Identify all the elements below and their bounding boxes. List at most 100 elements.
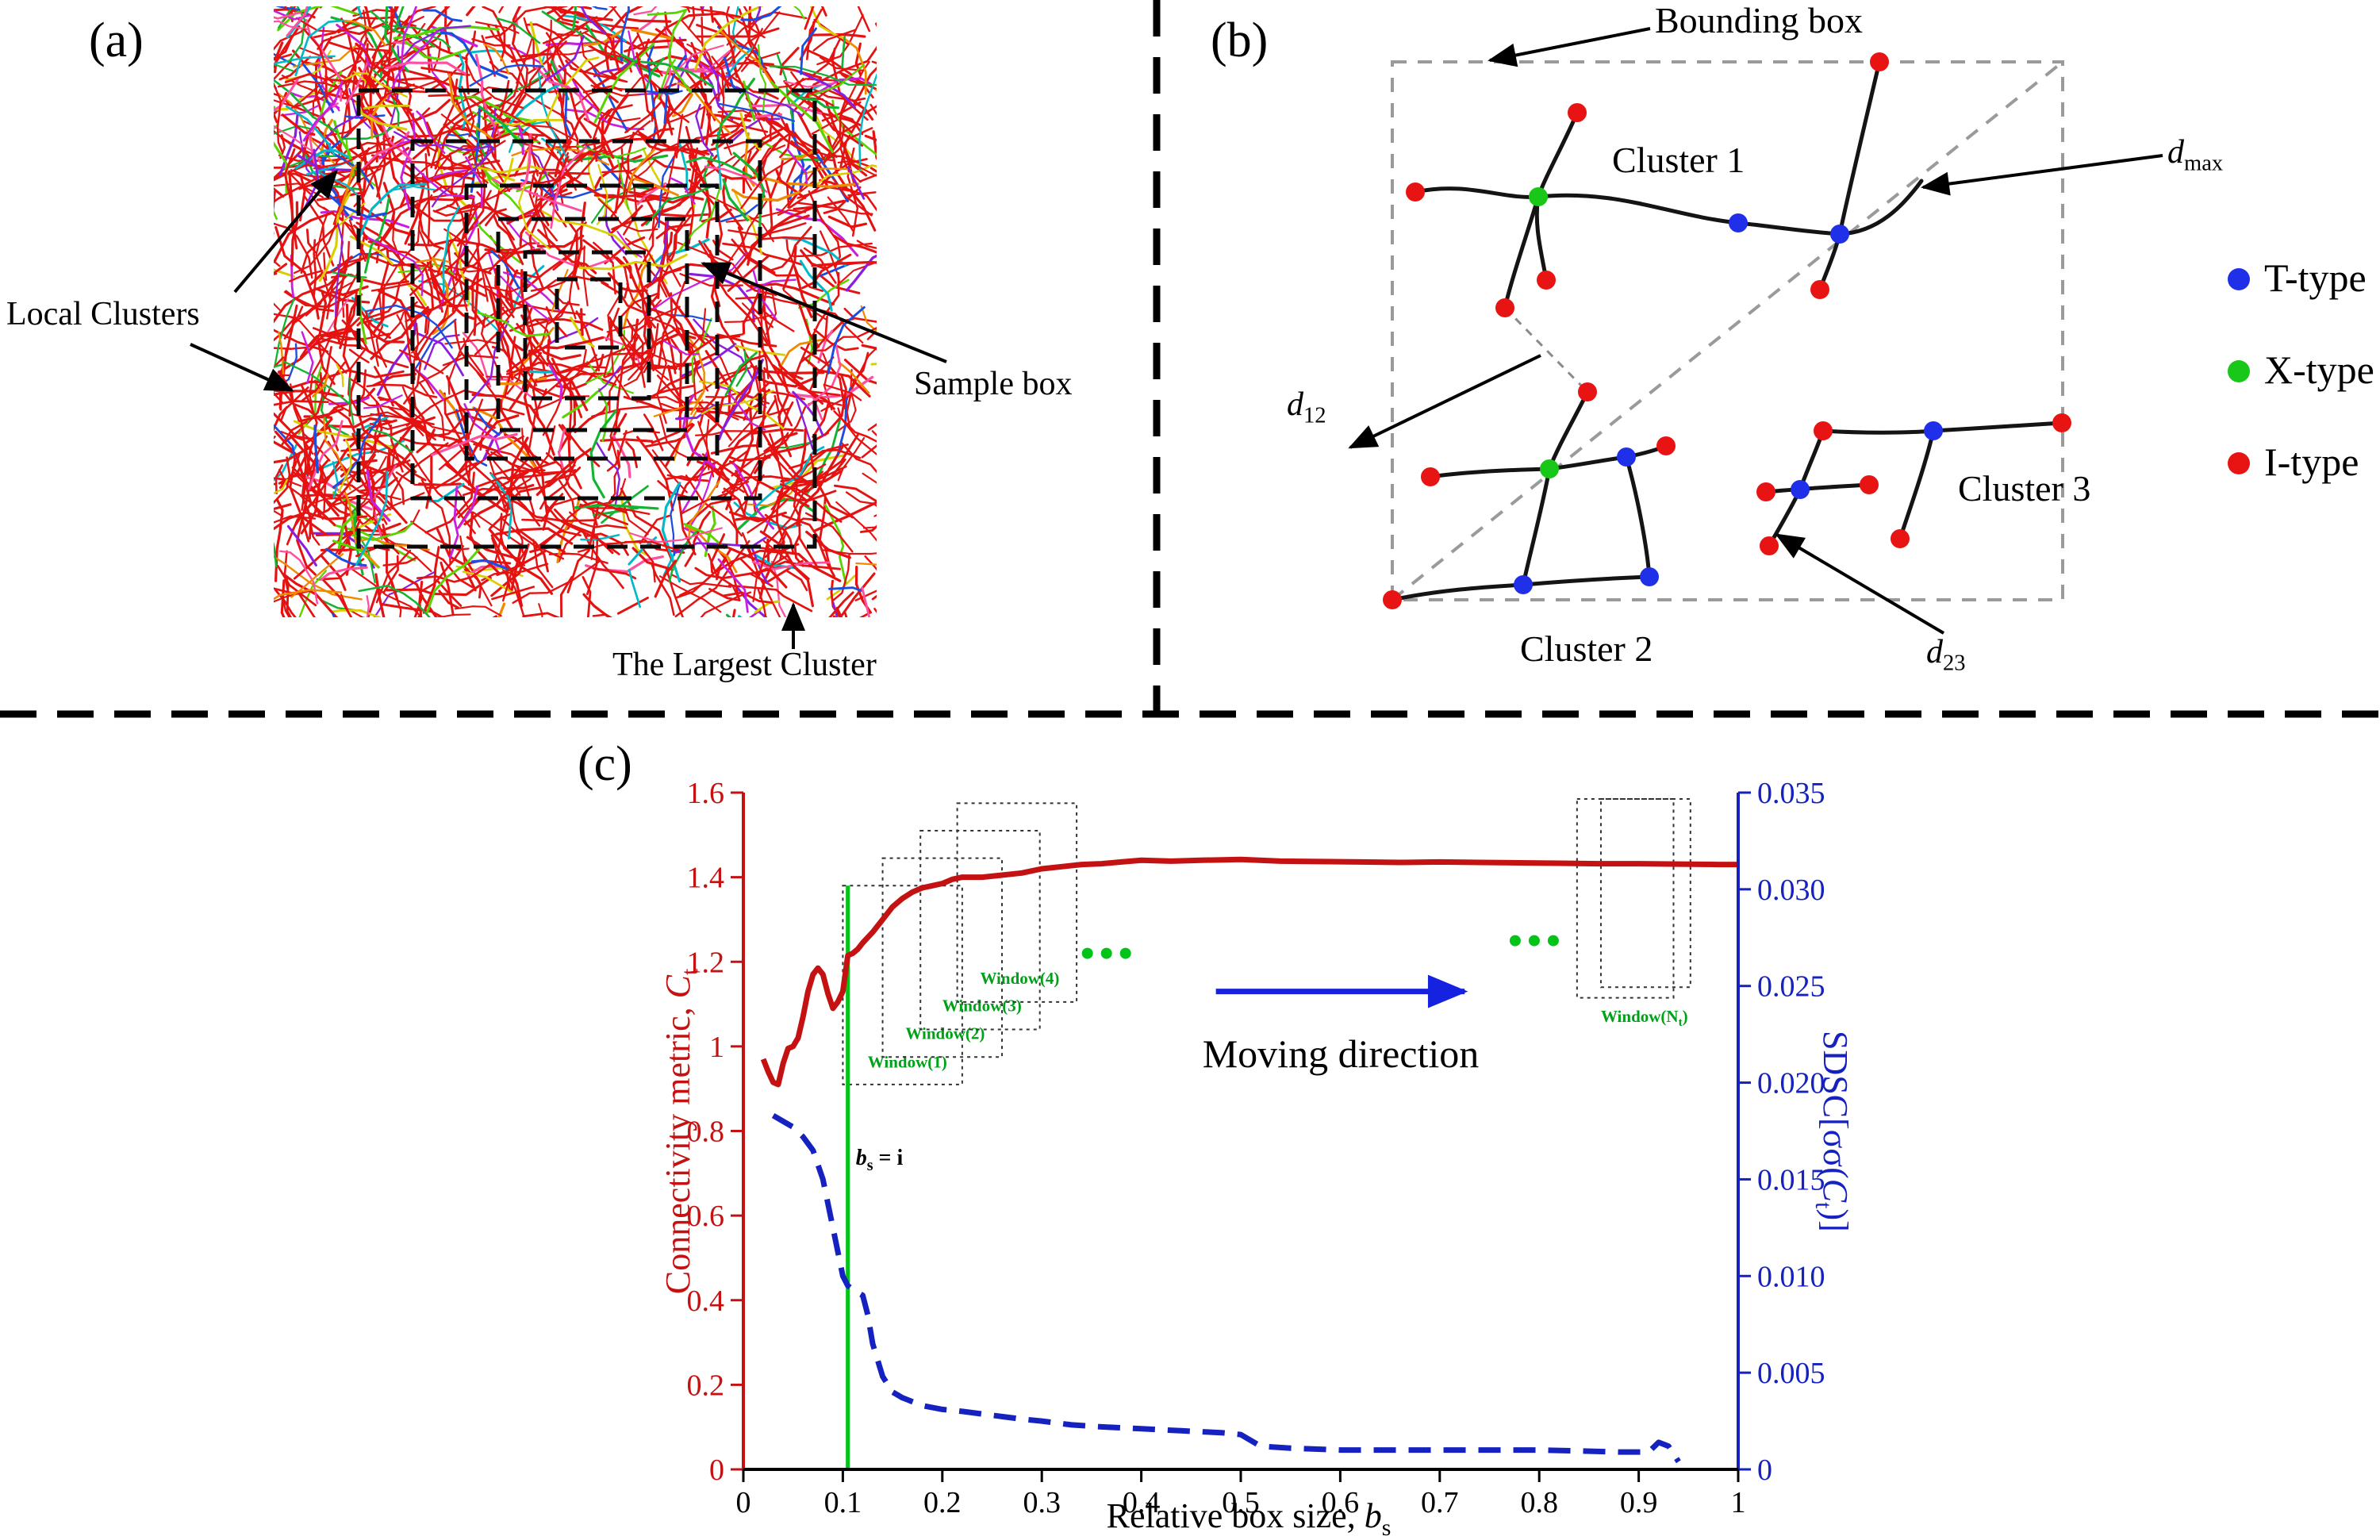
crack-segment	[288, 433, 325, 484]
crack-segment	[845, 254, 877, 292]
crack-segment	[654, 559, 677, 598]
crack-segment	[700, 591, 752, 617]
crack-segment	[871, 60, 877, 64]
crack-segment	[628, 30, 649, 83]
crack-segment	[762, 137, 782, 202]
crack-segment	[447, 72, 497, 143]
crack-segment	[845, 491, 877, 507]
crack-segment	[300, 224, 340, 274]
panel-b-tag: (b)	[1211, 13, 1269, 67]
crack-segment	[413, 594, 424, 617]
crack-segment	[287, 6, 306, 63]
crack-segment	[750, 364, 825, 374]
crack-segment	[294, 255, 370, 323]
crack-segment	[492, 213, 524, 266]
crack-segment	[636, 12, 659, 33]
crack-segment	[278, 456, 306, 485]
crack-segment	[393, 6, 405, 31]
crack-segment	[597, 198, 658, 232]
crack-segment	[424, 334, 460, 371]
crack-segment	[793, 6, 805, 20]
dmax-diagonal	[1391, 60, 2064, 601]
crack-segment	[723, 591, 774, 604]
crack-segment	[369, 10, 446, 35]
crack-segment	[581, 528, 624, 590]
crack-segment	[607, 291, 631, 401]
crack-segment	[274, 272, 278, 275]
sdsc-curve	[771, 1112, 1681, 1464]
crack-segment	[291, 466, 368, 519]
crack-segment	[390, 185, 439, 191]
right-tick-label: 0.035	[1757, 777, 1825, 810]
crack-segment	[671, 93, 693, 117]
crack-segment	[495, 176, 566, 197]
cluster-edge	[1428, 444, 1668, 479]
crack-segment	[407, 238, 496, 252]
right-tick-label: 0.025	[1757, 970, 1825, 1004]
i-type-node	[2052, 413, 2071, 432]
crack-segment	[274, 400, 329, 406]
crack-segment	[762, 309, 795, 332]
sample-box-rect	[410, 139, 762, 501]
crack-segment	[470, 107, 481, 194]
crack-segment	[345, 59, 370, 106]
crack-segment	[643, 252, 668, 298]
crack-segment	[812, 401, 831, 439]
crack-segment	[438, 590, 459, 609]
crack-segment	[294, 19, 344, 77]
crack-segment	[717, 359, 764, 440]
crack-segment	[482, 6, 506, 62]
crack-segment	[513, 361, 617, 386]
crack-segment	[797, 202, 873, 215]
crack-segment	[839, 114, 864, 136]
crack-segment	[549, 6, 579, 24]
crack-segment	[827, 591, 854, 617]
crack-segment	[861, 586, 871, 617]
crack-segment	[695, 103, 715, 157]
crack-segment	[470, 559, 509, 570]
crack-segment	[593, 42, 655, 124]
crack-segment	[831, 47, 849, 106]
crack-segment	[390, 424, 404, 473]
crack-segment	[363, 394, 403, 409]
crack-segment	[854, 590, 877, 601]
crack-segment	[607, 413, 628, 451]
sample-box-rect	[356, 88, 817, 549]
left-tick-label: 1	[709, 1031, 724, 1064]
crack-segment	[666, 450, 749, 482]
crack-segment	[592, 567, 637, 580]
crack-segment	[466, 6, 476, 17]
crack-segment	[827, 305, 866, 374]
crack-segment	[303, 195, 335, 267]
crack-segment	[274, 20, 310, 31]
crack-segment	[491, 586, 536, 601]
crack-segment	[728, 117, 781, 145]
crack-segment	[626, 318, 634, 343]
crack-segment	[490, 543, 530, 597]
crack-segment	[312, 373, 329, 397]
crack-segment	[653, 158, 692, 171]
crack-segment	[735, 517, 766, 521]
window-label: Window(1)	[868, 1053, 947, 1072]
crack-segment	[827, 215, 868, 229]
crack-segment	[504, 496, 596, 523]
crack-segment	[364, 253, 434, 267]
crack-segment	[279, 550, 319, 605]
crack-segment	[286, 465, 343, 546]
panel-b	[1348, 27, 2250, 635]
crack-segment	[579, 30, 627, 83]
crack-segment	[337, 439, 352, 493]
crack-segment	[535, 66, 590, 121]
crack-segment	[372, 372, 417, 387]
crack-segment	[804, 6, 815, 30]
crack-segment	[793, 199, 846, 211]
crack-segment	[274, 110, 278, 124]
crack-segment	[516, 132, 532, 190]
crack-segment	[332, 167, 382, 225]
crack-segment	[691, 308, 707, 348]
crack-segment	[793, 534, 804, 567]
crack-segment	[871, 430, 877, 437]
crack-segment	[559, 479, 576, 518]
crack-segment	[545, 32, 585, 73]
crack-segment	[584, 32, 631, 63]
